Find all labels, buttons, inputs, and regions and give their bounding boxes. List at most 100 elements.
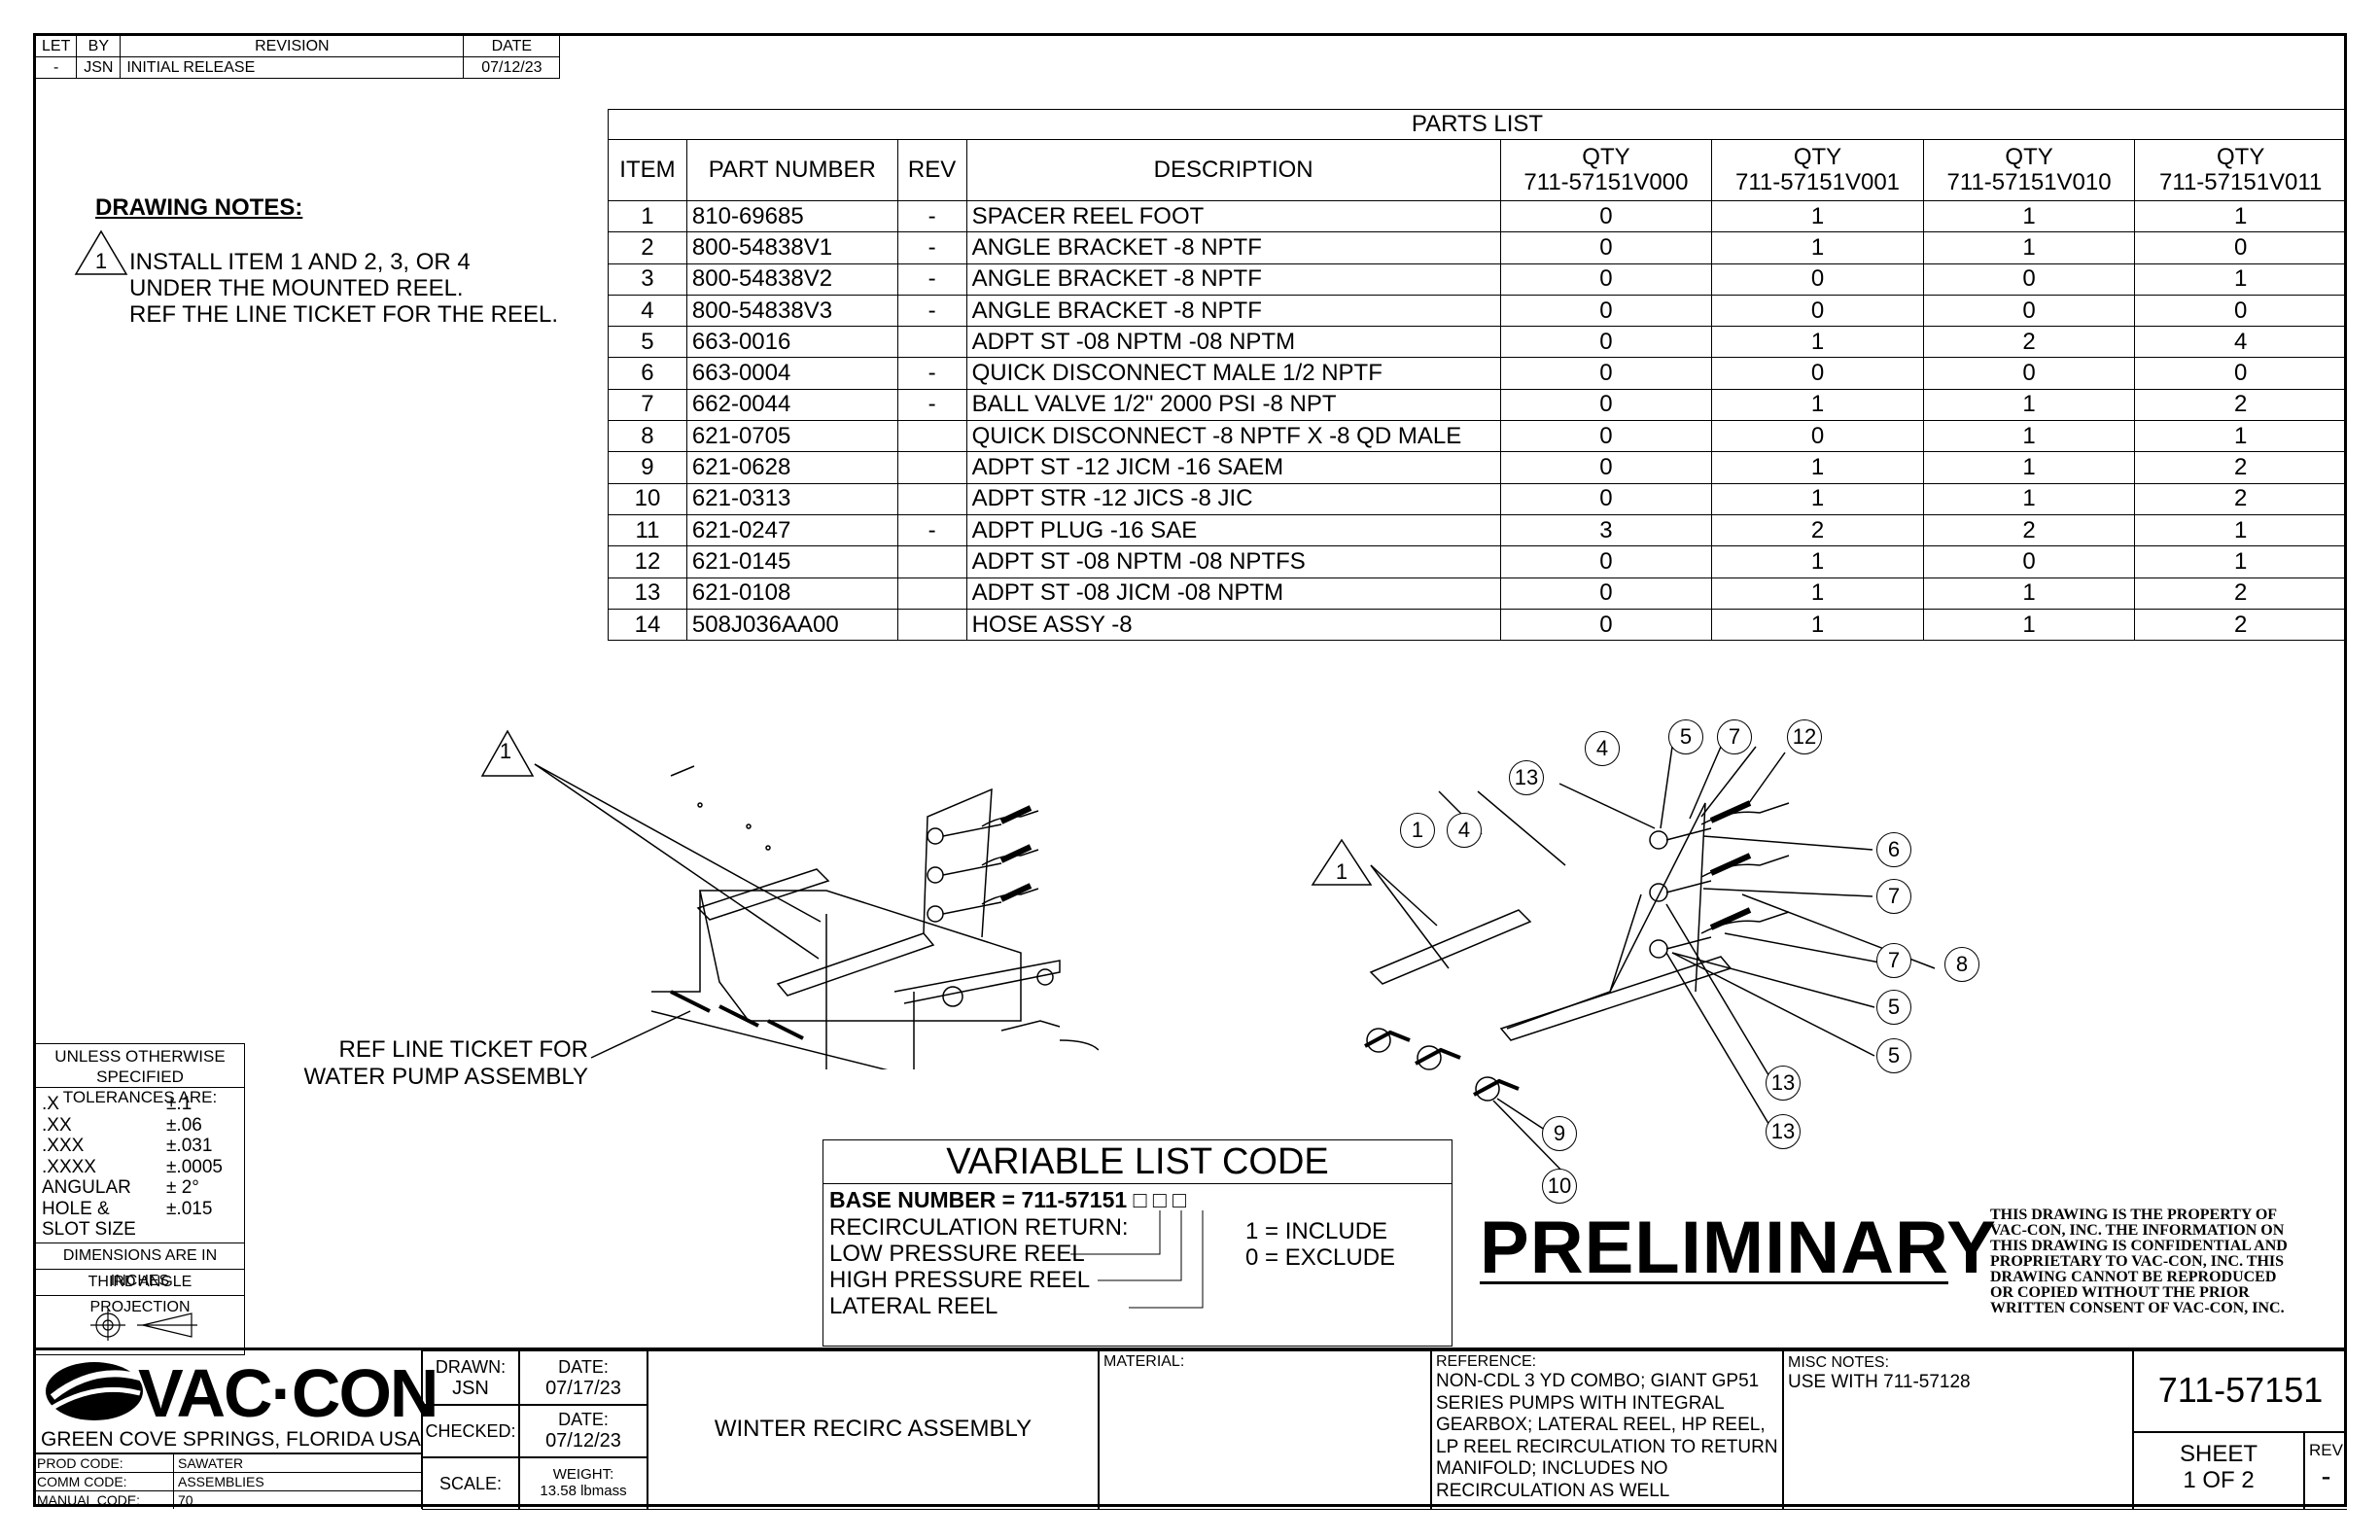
parts-cell-rev: - (896, 294, 967, 328)
parts-cell-qty: 2 (2134, 388, 2347, 422)
sheet-label: SHEET (2179, 1441, 2258, 1467)
misc-label: MISC NOTES: (1788, 1354, 1890, 1371)
item-balloon: 9 (1542, 1116, 1577, 1151)
parts-cell-qty: 0 (1499, 262, 1713, 296)
parts-cell-rev (896, 608, 967, 642)
preliminary-underline (1480, 1281, 1948, 1284)
parts-cell-item: 2 (608, 231, 687, 264)
parts-cell-desc: QUICK DISCONNECT MALE 1/2 NPTF (965, 357, 1501, 390)
parts-cell-qty: 0 (1499, 451, 1713, 484)
parts-cell-rev (896, 420, 967, 453)
projection-note: THIRD ANGLE PROJECTION (35, 1269, 245, 1315)
checked-date: 07/12/23 (545, 1430, 621, 1452)
code-label: COMM CODE: (33, 1473, 174, 1490)
misc-notes-cell: MISC NOTES:USE WITH 711-57128 (1783, 1350, 2133, 1510)
parts-cell-item: 12 (608, 545, 687, 578)
tolerance-row: HOLE &±.015 (42, 1199, 238, 1220)
tolerance-subtitle: TOLERANCES ARE: (62, 1088, 218, 1106)
parts-cell-desc: BALL VALVE 1/2" 2000 PSI -8 NPT (965, 388, 1501, 422)
parts-cell-qty: 1 (1922, 388, 2136, 422)
parts-cell-part: 621-0628 (685, 451, 898, 484)
date-label: DATE: (558, 1357, 609, 1377)
view-note-number: 1 (1336, 859, 1348, 884)
vlc-base: BASE NUMBER = 711-57151 (829, 1187, 1128, 1212)
tolerance-value: ±.031 (166, 1136, 213, 1156)
parts-cell-qty: 0 (1499, 545, 1713, 578)
parts-cell-rev (896, 577, 967, 610)
qty-label: QTY (2217, 144, 2265, 170)
parts-cell-desc: HOSE ASSY -8 (965, 608, 1501, 642)
parts-cell-qty: 0 (1922, 545, 2136, 578)
parts-cell-qty: 1 (1711, 608, 1924, 642)
parts-cell-item: 6 (608, 357, 687, 390)
parts-cell-desc: QUICK DISCONNECT -8 NPTF X -8 QD MALE (965, 420, 1501, 453)
property-line: PROPRIETARY TO VAC-CON, INC. THIS (1990, 1253, 2285, 1270)
tolerance-key: .XX (42, 1114, 72, 1136)
reference-line: SERIES PUMPS WITH INTEGRAL (1436, 1392, 1725, 1414)
parts-cell-qty: 1 (2134, 262, 2347, 296)
rev-cell: REV- (2304, 1432, 2347, 1510)
ref-line-ticket-label: REF LINE TICKET FOR (338, 1036, 589, 1063)
checked-date-cell: DATE:07/12/23 (519, 1405, 648, 1457)
item-balloon: 12 (1787, 719, 1822, 754)
parts-cell-qty: 0 (1499, 420, 1713, 453)
parts-cell-qty: 1 (1922, 608, 2136, 642)
item-balloon: 5 (1876, 1038, 1911, 1073)
parts-cell-qty: 1 (1711, 388, 1924, 422)
parts-cell-qty: 0 (2134, 294, 2347, 328)
item-balloon: 7 (1876, 879, 1911, 914)
material-cell: MATERIAL: (1099, 1350, 1431, 1510)
qty-label: QTY (1793, 144, 1842, 170)
col-description: DESCRIPTION (965, 139, 1501, 201)
parts-cell-part: 810-69685 (685, 199, 898, 233)
weight-cell: WEIGHT:13.58 lbmass (519, 1457, 648, 1510)
vlc-exclude: 0 = EXCLUDE (1245, 1244, 1396, 1271)
vlc-include: 1 = INCLUDE (1245, 1218, 1388, 1244)
parts-cell-qty: 0 (1711, 262, 1924, 296)
parts-cell-rev: - (896, 357, 967, 390)
variable-list-code: VARIABLE LIST CODE BASE NUMBER = 711-571… (822, 1139, 1452, 1347)
parts-cell-part: 800-54838V2 (685, 262, 898, 296)
note-number: 1 (95, 249, 107, 273)
parts-cell-qty: 0 (1711, 420, 1924, 453)
parts-cell-qty: 1 (1711, 451, 1924, 484)
parts-cell-item: 9 (608, 451, 687, 484)
parts-cell-qty: 0 (2134, 231, 2347, 264)
parts-cell-item: 1 (608, 199, 687, 233)
item-balloon: 13 (1509, 760, 1544, 795)
parts-cell-qty: 1 (1922, 482, 2136, 515)
title-block: VAC·CON GREEN COVE SPRINGS, FLORIDA USA … (33, 1348, 2347, 1510)
reference-line: GEARBOX; LATERAL REEL, HP REEL, (1436, 1415, 1766, 1435)
parts-cell-item: 13 (608, 577, 687, 610)
tolerance-key: SLOT SIZE (42, 1219, 136, 1240)
parts-cell-part: 621-0705 (685, 420, 898, 453)
drawing-notes-title: DRAWING NOTES: (95, 194, 303, 221)
parts-cell-qty: 2 (1922, 326, 2136, 359)
parts-cell-qty: 3 (1499, 513, 1713, 547)
parts-cell-qty: 1 (1711, 326, 1924, 359)
vlc-boxes: □ □ □ (1133, 1187, 1187, 1212)
drawn-date-cell: DATE:07/17/23 (519, 1350, 648, 1405)
parts-cell-item: 8 (608, 420, 687, 453)
parts-cell-qty: 0 (1499, 199, 1713, 233)
parts-cell-desc: ANGLE BRACKET -8 NPTF (965, 231, 1501, 264)
parts-cell-qty: 2 (2134, 577, 2347, 610)
parts-cell-rev: - (896, 513, 967, 547)
parts-cell-qty: 2 (2134, 608, 2347, 642)
parts-cell-desc: ADPT ST -12 JICM -16 SAEM (965, 451, 1501, 484)
code-label: MANUAL CODE: (33, 1491, 174, 1509)
parts-cell-part: 800-54838V1 (685, 231, 898, 264)
item-balloon: 6 (1876, 832, 1911, 867)
parts-cell-item: 5 (608, 326, 687, 359)
tolerance-value: ± 2° (166, 1177, 199, 1198)
tolerance-row: .X±.1 (42, 1094, 238, 1115)
parts-cell-desc: ADPT ST -08 NPTM -08 NPTFS (965, 545, 1501, 578)
tolerance-row: ANGULAR± 2° (42, 1177, 238, 1199)
